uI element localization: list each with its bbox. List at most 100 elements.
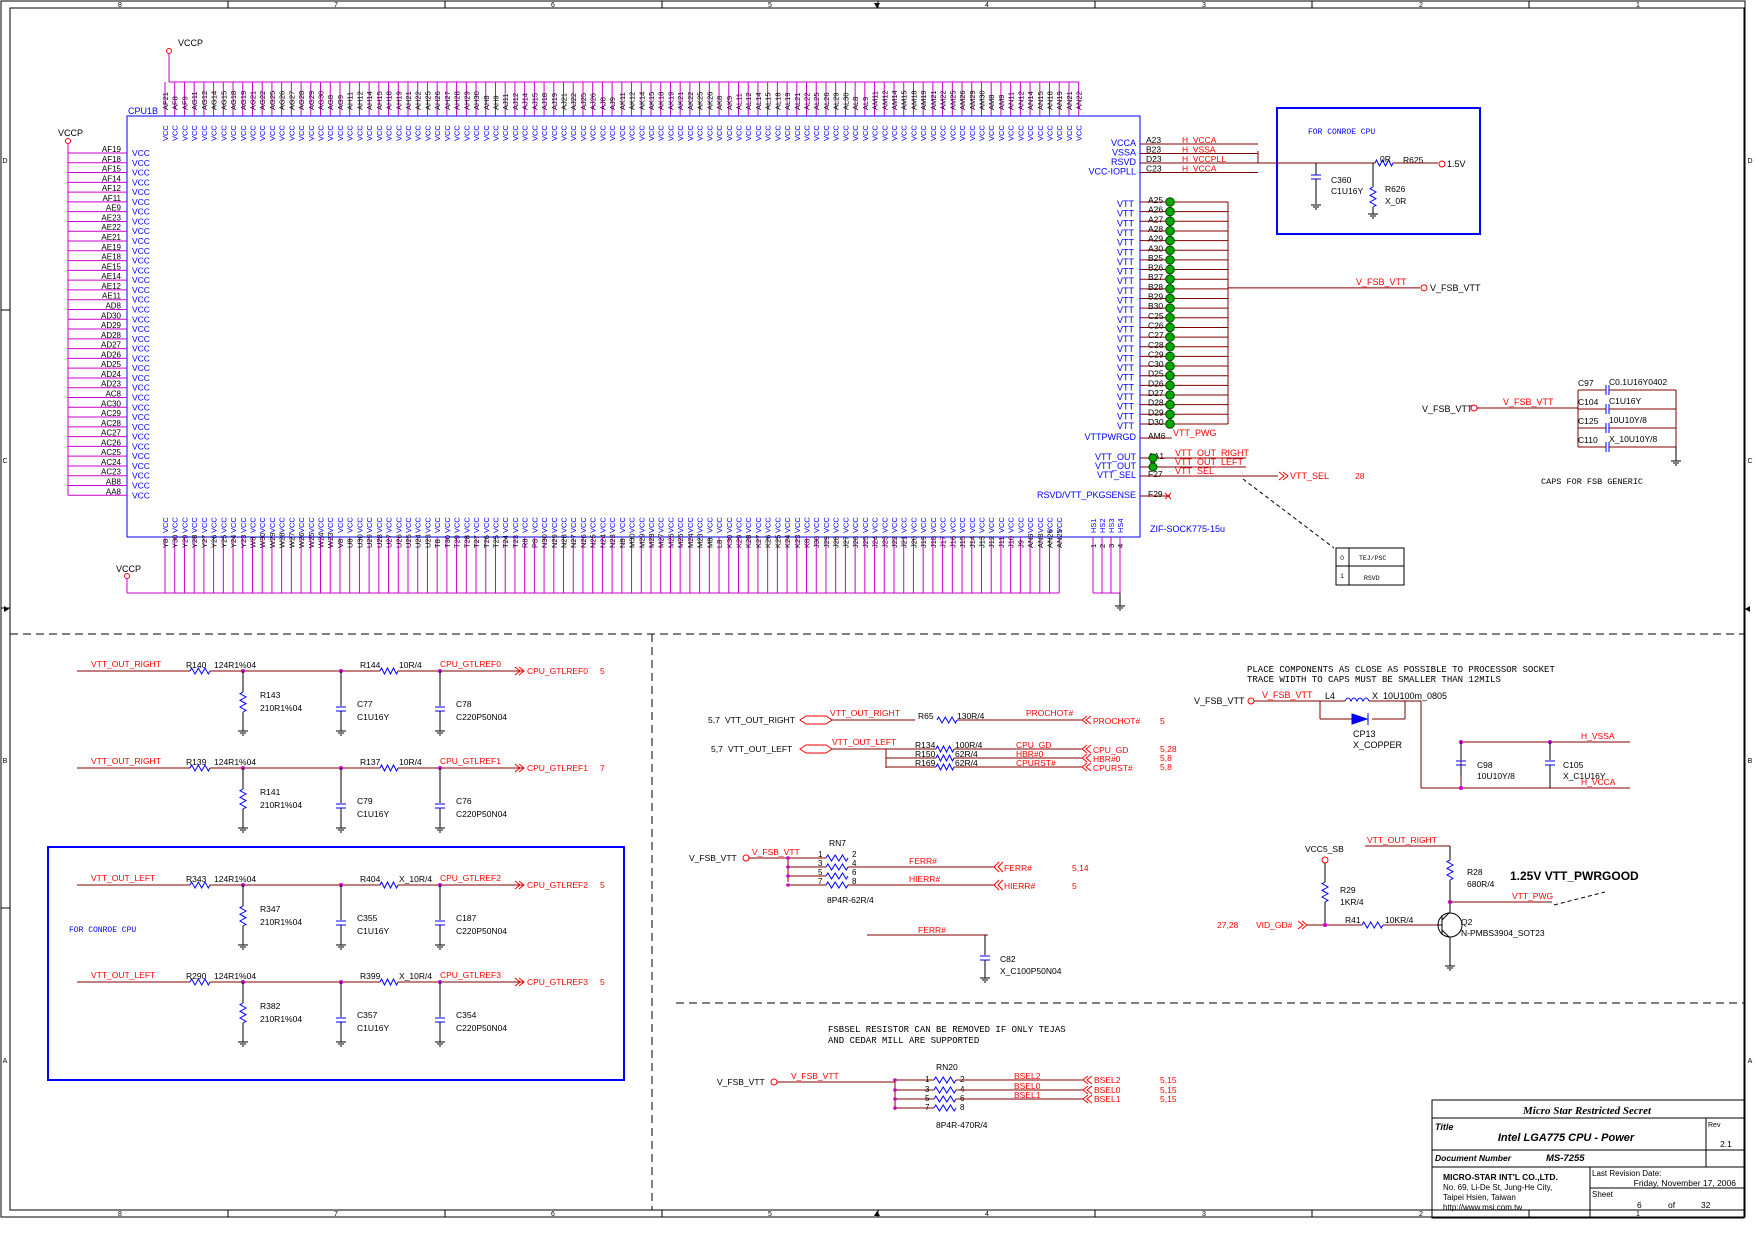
cpu-bottom-pin-name: VCC <box>657 517 666 533</box>
cpu-top-pin-number: AK12 <box>628 92 637 110</box>
cpu-bottom-pin-name: VCC <box>608 517 617 533</box>
r41-resistor <box>1361 921 1384 929</box>
cpu-top-pin-number: AL14 <box>754 92 763 110</box>
cpu-bottom-pin-name: VCC <box>900 517 909 533</box>
cpu-bottom-pin-number: T28 <box>462 535 471 548</box>
cpu-bottom-pin-name: VCC <box>948 517 957 533</box>
vtt-pin-marker <box>1165 274 1175 285</box>
component-value: C220P50N04 <box>456 926 507 936</box>
net-label: H_VCCA <box>1581 777 1616 787</box>
cpu-top-pin-number: AG9 <box>336 95 345 110</box>
tej-table-cell: 1 <box>1340 573 1344 580</box>
cpu-left-pin-name: VCC <box>132 187 150 197</box>
port-arrow <box>514 880 525 890</box>
component-ref: C97 <box>1578 378 1594 388</box>
net-label: V_FSB_VTT <box>752 847 800 857</box>
cpu-vtt-pin-number: D27 <box>1148 388 1164 398</box>
frame-row-label: A <box>1748 1058 1753 1065</box>
port-label: BSEL1 <box>1094 1094 1121 1104</box>
cpu-bottom-pin-number: J30 <box>812 536 821 548</box>
cpu-top-pin-number: AM22 <box>939 90 948 110</box>
cpu-top-pin-number: AG11 <box>190 91 199 110</box>
cpu-left-pin-number: AD28 <box>101 331 122 340</box>
component-ref: R290 <box>186 971 207 981</box>
page-ref: 5 <box>1072 881 1077 891</box>
cpu-body <box>126 115 1141 538</box>
cpu-left-pin-name: VCC <box>132 275 150 285</box>
cpu-top-pin-name: VCC <box>404 125 413 141</box>
cpu-top-pin-number: AH22 <box>414 91 423 110</box>
cpu-top-pin-number: AN12 <box>1016 91 1025 110</box>
page-ref: 5,15 <box>1160 1075 1177 1085</box>
cpu-vtt-pin-number: C25 <box>1148 311 1164 321</box>
cpu-bottom-pin-name: VCC <box>355 517 364 533</box>
cpu-symbol: CPU1BZIF-SOCK775-15uVCCPAF21VCCAF8VCCAF9… <box>58 38 1481 611</box>
cpu-top-pin-name: VCC <box>268 125 277 141</box>
cpu-bottom-pin-number: Y26 <box>210 535 219 548</box>
cpu-top-pin-name: VCC <box>375 125 384 141</box>
cpu-top-pin-name: VCC <box>219 125 228 141</box>
cpu-left-pin-name: VCC <box>132 412 150 422</box>
cpu-top-pin-name: VCC <box>423 125 432 141</box>
cpu-bottom-pin-name: VCC <box>725 517 734 533</box>
component-ref: R169 <box>915 758 936 768</box>
vtt-pin-marker <box>1165 264 1175 275</box>
cpu-bottom-pin-number: J10 <box>1007 536 1016 548</box>
gtl-r1-resistor <box>189 880 211 890</box>
cpu-bottom-pin-number: W24 <box>317 533 326 548</box>
cpu-bottom-pin-number: T8 <box>433 539 442 548</box>
cpu-bottom-pin-number: J20 <box>909 536 918 548</box>
cpu-top-pin-name: VCC <box>171 125 180 141</box>
cpu-vtt-pin-number: A26 <box>1148 205 1163 215</box>
net-label: BSEL2 <box>1014 1071 1041 1081</box>
cpu-bottom-pin-number: N30 <box>540 534 549 548</box>
cpu-top-pin-number: AN14 <box>1026 91 1035 110</box>
cpu-bottom-pin-name: VCC <box>462 517 471 533</box>
cpu-top-pin-name: VCC <box>210 125 219 141</box>
component-value: C1U16Y <box>357 809 389 819</box>
cpu-top-pin-name: VCC <box>491 125 500 141</box>
cpu-top-pin-name: VCC <box>1075 125 1084 141</box>
component-ref: R150 <box>915 749 936 759</box>
cpu-top-pin-number: AH21 <box>404 91 413 110</box>
rail-port <box>1438 160 1446 168</box>
cpu-top-pin-number: AK11 <box>618 92 627 110</box>
cpu-top-pin-name: VCC <box>336 125 345 141</box>
component-value: 124R1%04 <box>214 757 256 767</box>
cpu-vtt-pin-number: A29 <box>1148 234 1163 244</box>
cpu-bottom-pin-number: N24 <box>598 534 607 548</box>
cpu-bottom-pin-number: K8 <box>803 539 812 548</box>
junction-dot <box>893 1097 897 1101</box>
net-label: VTT_PWG <box>1512 891 1553 901</box>
cpu-bottom-pin-name: VCC <box>278 517 287 533</box>
cpu-right-pin-name: VSSA <box>1112 148 1136 158</box>
cpu-top-pin-number: AG29 <box>307 91 316 110</box>
cpu-top-pin-name: VCC <box>890 125 899 141</box>
page-ref: 5,7 <box>711 744 723 754</box>
cpu-bottom-pin-name: VCC <box>871 517 880 533</box>
component-value: C1U16Y <box>357 1023 389 1033</box>
cpu-bottom-pin-name: VCC <box>1046 517 1055 533</box>
cpu-bottom-pin-name: VCC <box>190 517 199 533</box>
cpu-top-pin-number: AL8 <box>851 97 860 110</box>
conroe-gtlref-note: FOR CONROE CPU <box>69 926 136 935</box>
net-label: FERR# <box>918 925 946 935</box>
cpu-top-pin-number: AJ8 <box>598 97 607 110</box>
junction-dot <box>893 1078 897 1082</box>
sheet-number: 6 <box>1637 1200 1642 1210</box>
cpu-left-pin-name: VCC <box>132 383 150 393</box>
cpu-top-pin-name: VCC <box>501 125 510 141</box>
cpu-top-pin-name: VCC <box>686 125 695 141</box>
cpu-right-pin-number: F27 <box>1148 469 1163 479</box>
cpu-bottom-pin-number: AN8 <box>1036 533 1045 548</box>
cpu-bottom-pin-name: VCC <box>793 517 802 533</box>
cpu-bottom-pin-name: VCC <box>579 517 588 533</box>
cpu-bottom-pin-number: AN26 <box>1046 529 1055 548</box>
v-fsb-vtt-port <box>1420 284 1428 292</box>
rev-caption: Rev <box>1708 1122 1721 1129</box>
cpu-top-pin-number: AK25 <box>696 92 705 110</box>
tej-table-cell: TEJ/PSC <box>1359 555 1386 562</box>
net-label: V_FSB_VTT <box>1356 277 1407 287</box>
cpu-top-pin-number: AH14 <box>365 91 374 110</box>
